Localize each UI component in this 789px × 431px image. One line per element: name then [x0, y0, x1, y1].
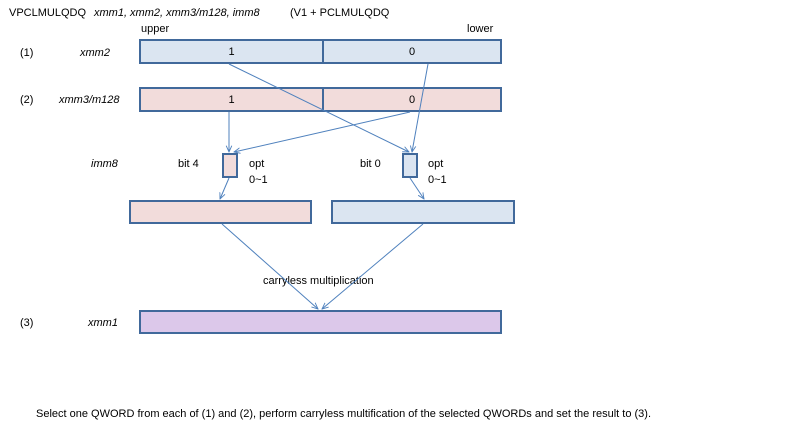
row1-upper-value: 1 [228, 45, 235, 58]
bit0-selector [402, 153, 418, 178]
row1-upper-qword: 1 [141, 41, 324, 62]
range-left-label: 0~1 [249, 174, 268, 186]
row2-upper-qword: 1 [141, 89, 324, 110]
selected-qword-right [331, 200, 515, 224]
bit0-label: bit 0 [360, 158, 381, 170]
row1-lower-qword: 0 [324, 41, 500, 62]
line-left-qword-to-result [221, 223, 318, 309]
row2-lower-value: 0 [408, 93, 416, 106]
row2-upper-value: 1 [228, 93, 235, 106]
footer-description: Select one QWORD from each of (1) and (2… [36, 408, 652, 420]
opt-left-label: opt [249, 158, 265, 170]
imm8-label: imm8 [91, 158, 118, 170]
line-r1-upper-to-bit0 [228, 63, 409, 152]
bit4-label: bit 4 [178, 158, 199, 170]
row2-lower-qword: 0 [324, 89, 500, 110]
title-operands: xmm1, xmm2, xmm3/m128, imm8 [94, 7, 260, 19]
row1-register: xmm2 [80, 47, 110, 59]
line-r1-lower-to-bit0 [412, 63, 429, 152]
row3-register: xmm1 [88, 317, 118, 329]
row1-number: (1) [20, 47, 34, 59]
title-note: (V1 + PCLMULQDQ [290, 7, 390, 19]
range-right-label: 0~1 [428, 174, 447, 186]
lower-label: lower [467, 23, 494, 35]
row1-register-box: 1 0 [139, 39, 502, 64]
line-right-qword-to-result [322, 223, 424, 309]
row2-register-box: 1 0 [139, 87, 502, 112]
selected-qword-left [129, 200, 312, 224]
opt-right-label: opt [428, 158, 444, 170]
title-mnemonic: VPCLMULQDQ [9, 7, 87, 19]
line-r2-lower-to-bit4 [234, 111, 411, 152]
row1-lower-value: 0 [408, 45, 416, 58]
result-register-box [139, 310, 502, 334]
row2-register: xmm3/m128 [59, 94, 120, 106]
bit4-selector [222, 153, 238, 178]
operation-label: carryless multiplication [263, 275, 374, 287]
line-bit4-to-left-qword [220, 177, 230, 199]
line-bit0-to-right-qword [409, 177, 424, 199]
upper-label: upper [141, 23, 170, 35]
row2-number: (2) [20, 94, 34, 106]
row3-number: (3) [20, 317, 34, 329]
